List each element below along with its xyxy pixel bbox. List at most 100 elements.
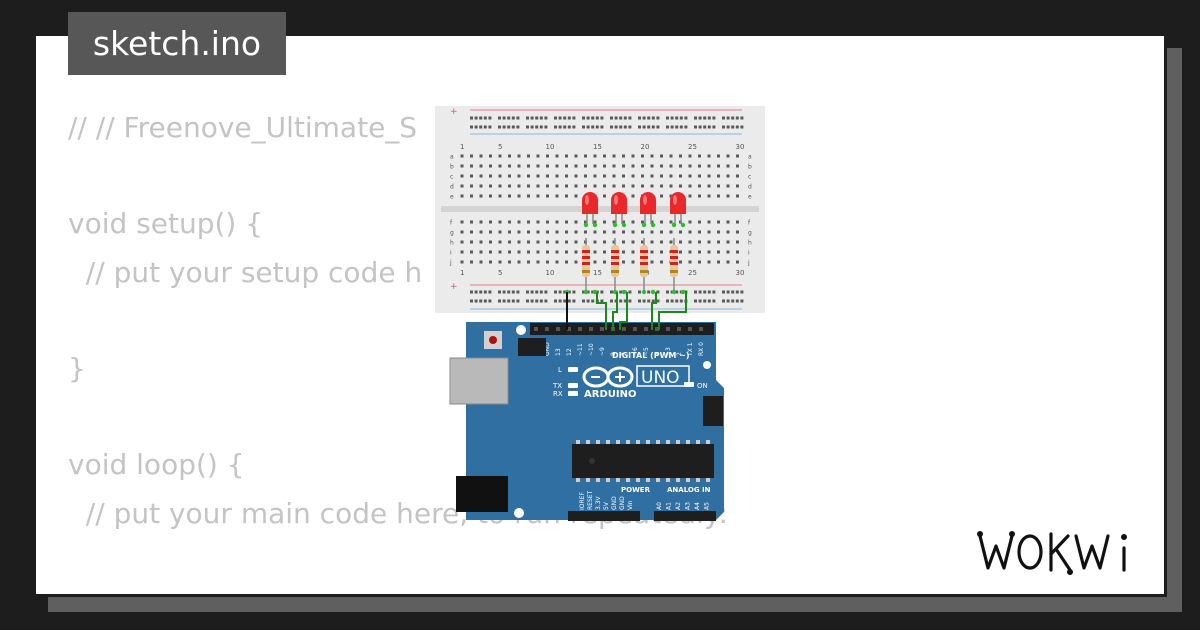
digital-pin[interactable] xyxy=(589,327,593,331)
wire-pin-5 xyxy=(658,292,687,330)
digital-pin[interactable] xyxy=(677,327,681,331)
breadboard-hole xyxy=(584,154,587,158)
digital-pin[interactable] xyxy=(666,327,670,331)
led[interactable] xyxy=(611,192,627,214)
rail-hole xyxy=(511,290,515,294)
breadboard-hole xyxy=(631,220,635,224)
breadboard-hole xyxy=(489,164,492,168)
rail-hole xyxy=(498,116,501,120)
digital-pin[interactable] xyxy=(699,327,703,331)
breadboard-hole xyxy=(593,240,597,244)
breadboard-hole xyxy=(536,260,540,264)
rail-hole xyxy=(502,116,506,120)
breadboard-hole xyxy=(717,184,720,188)
breadboard-hole xyxy=(489,220,492,224)
led-l-label: L xyxy=(558,366,562,374)
column-number: 30 xyxy=(736,269,745,277)
breadboard-hole xyxy=(641,240,644,244)
breadboard-hole xyxy=(650,174,654,178)
breadboard-hole xyxy=(612,220,616,224)
rail-hole xyxy=(483,116,487,120)
digital-pin[interactable] xyxy=(622,327,626,331)
row-letter: f xyxy=(450,220,453,227)
breadboard-hole xyxy=(593,230,597,234)
breadboard-hole xyxy=(527,154,530,158)
breadboard-hole xyxy=(688,250,692,254)
rail-hole xyxy=(595,116,599,120)
breadboard-hole xyxy=(688,174,692,178)
breadboard-hole xyxy=(574,154,578,158)
rail-hole xyxy=(726,116,730,120)
breadboard-hole xyxy=(669,220,673,224)
breadboard-hole xyxy=(698,250,701,254)
breadboard-hole xyxy=(574,240,578,244)
breadboard-hole xyxy=(622,230,625,234)
breadboard-hole xyxy=(641,164,644,168)
breadboard-hole xyxy=(527,174,530,178)
analog-pin-label: A4 xyxy=(694,502,701,510)
breadboard-hole xyxy=(546,260,549,264)
rail-hole xyxy=(530,299,534,303)
chip-pin xyxy=(686,478,690,482)
breadboard-hole xyxy=(536,184,540,188)
mount-hole-icon xyxy=(514,508,524,518)
resistor-band xyxy=(640,256,648,259)
digital-pin[interactable] xyxy=(567,327,571,331)
column-number: 10 xyxy=(546,143,555,151)
rail-hole xyxy=(554,299,557,303)
rail-hole xyxy=(535,290,539,294)
breadboard-hole xyxy=(489,240,492,244)
wokwi-logo xyxy=(977,531,1127,575)
breadboard-hole xyxy=(536,164,540,168)
rail-hole xyxy=(483,299,487,303)
digital-pin[interactable] xyxy=(556,327,560,331)
breadboard-hole xyxy=(555,194,559,198)
rail-hole xyxy=(638,290,641,294)
breadboard-hole xyxy=(565,194,568,198)
digital-pin[interactable] xyxy=(633,327,637,331)
breadboard-hole xyxy=(479,164,483,168)
rail-hole xyxy=(516,116,520,120)
digital-pin[interactable] xyxy=(688,327,692,331)
breadboard-hole xyxy=(707,184,711,188)
resistor-band xyxy=(582,256,590,259)
breadboard-hole xyxy=(479,194,483,198)
digital-pin[interactable] xyxy=(545,327,549,331)
led[interactable] xyxy=(640,192,656,214)
led[interactable] xyxy=(670,192,686,214)
digital-pin-label: TX 1 xyxy=(687,342,694,357)
breadboard-hole xyxy=(470,240,473,244)
breadboard-hole xyxy=(536,240,540,244)
rail-hole xyxy=(526,290,529,294)
rail-hole xyxy=(698,125,702,129)
code-line xyxy=(68,538,728,586)
led-on-label: ON xyxy=(697,382,708,390)
file-tab[interactable]: sketch.ino xyxy=(68,12,286,75)
breadboard-hole xyxy=(460,164,464,168)
arduino-model: UNO xyxy=(641,368,680,388)
breadboard-hole xyxy=(698,240,701,244)
resistor-band xyxy=(670,250,678,253)
digital-pin[interactable] xyxy=(534,327,538,331)
resistor-band xyxy=(670,256,678,259)
digital-pin[interactable] xyxy=(644,327,648,331)
breadboard-hole xyxy=(574,194,578,198)
rail-hole xyxy=(539,125,543,129)
breadboard-hole xyxy=(470,164,473,168)
rail-hole xyxy=(740,290,744,294)
connection-dot-icon xyxy=(592,222,598,228)
digital-pin[interactable] xyxy=(578,327,582,331)
breadboard-hole xyxy=(688,230,692,234)
resistor-band xyxy=(611,250,619,253)
rail-hole xyxy=(474,299,478,303)
led[interactable] xyxy=(582,192,598,214)
breadboard-labels: 115510101515202025253030aabbccddeeffgghh… xyxy=(449,143,752,277)
chip-pin xyxy=(636,440,640,444)
code-line: } xyxy=(68,351,86,385)
digital-pin-label: 2 xyxy=(676,352,683,356)
digital-pin[interactable] xyxy=(600,327,604,331)
digital-pin-label: RX 0 xyxy=(698,342,705,356)
row-letter: h xyxy=(748,240,752,247)
breadboard-hole xyxy=(489,250,492,254)
digital-pin[interactable] xyxy=(655,327,659,331)
